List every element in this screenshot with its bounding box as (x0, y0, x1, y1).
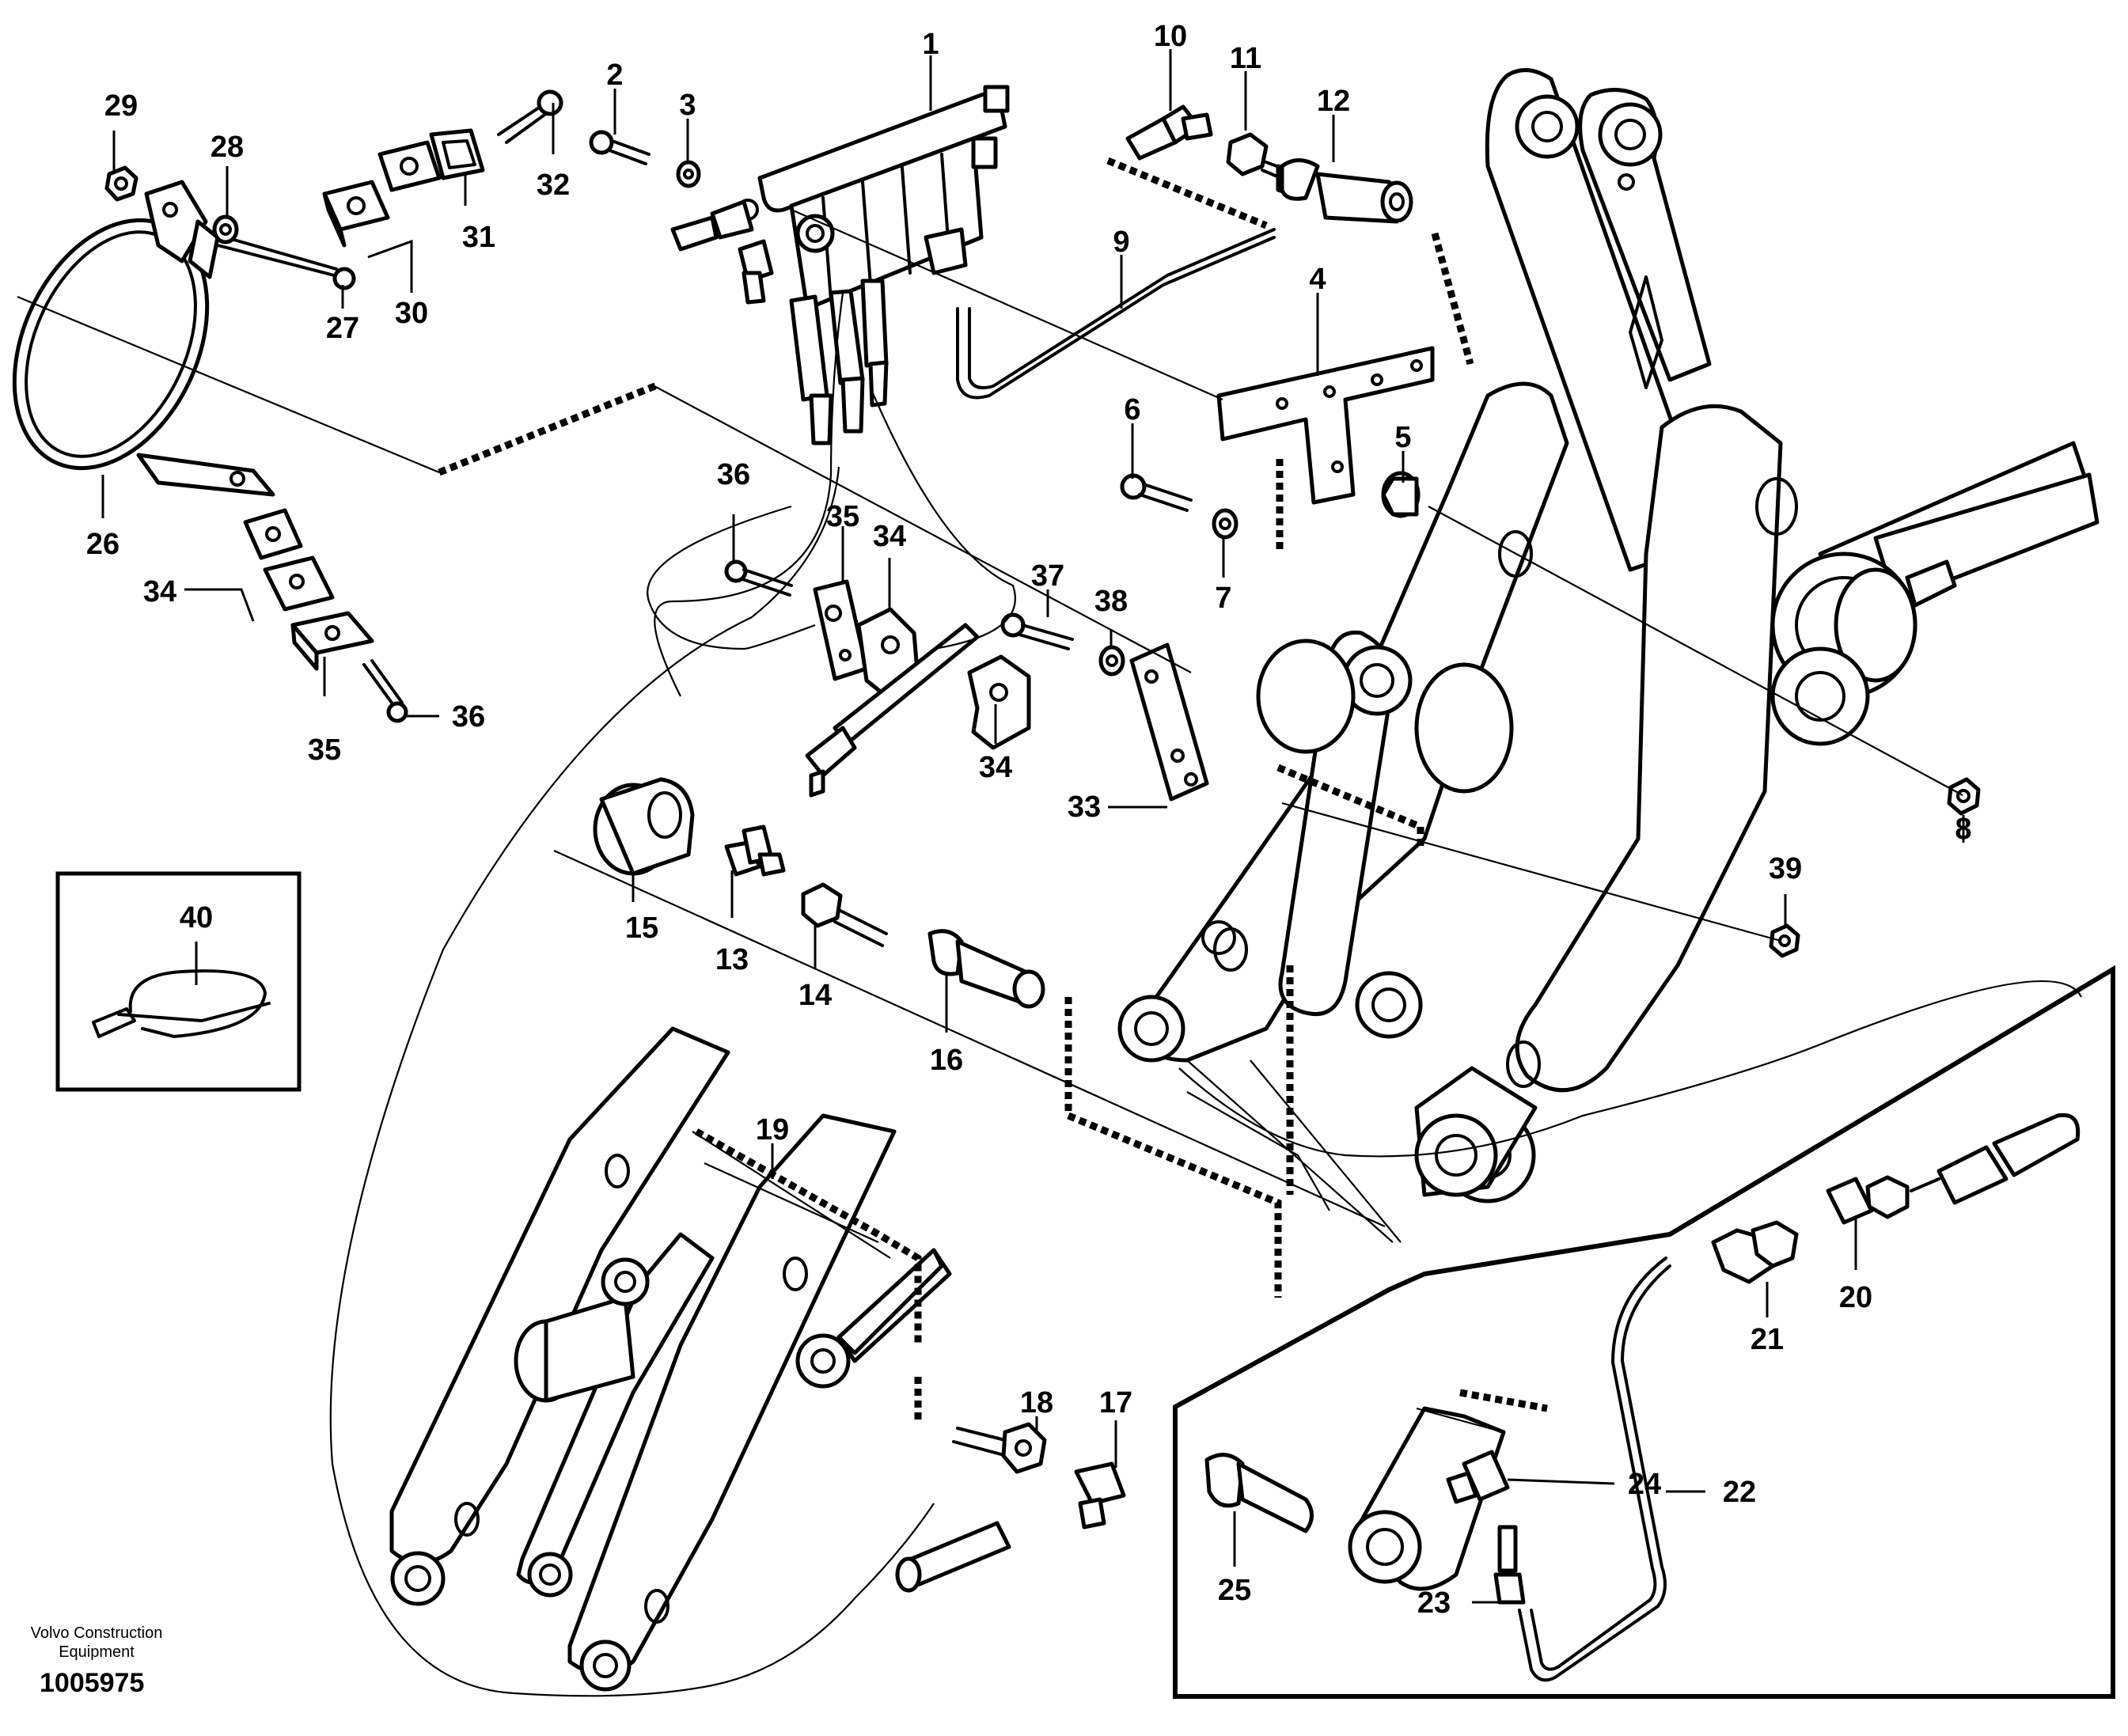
callout-21: 21 (1751, 1323, 1784, 1356)
top-fittings-group (1125, 104, 1413, 224)
callout-6: 6 (1124, 393, 1140, 426)
callout-31: 31 (462, 221, 495, 254)
callout-14: 14 (798, 979, 832, 1012)
callout-40: 40 (180, 901, 213, 934)
brand-line-2: Equipment (59, 1643, 135, 1661)
callout-18: 18 (1020, 1386, 1053, 1420)
lower-right-inset (1173, 965, 2115, 1699)
callout-38: 38 (1094, 585, 1128, 618)
callout-35-middle: 35 (826, 500, 859, 533)
callout-33: 33 (1068, 790, 1101, 824)
callout-29: 29 (104, 89, 138, 123)
callout-37: 37 (1031, 559, 1064, 593)
dashed-guide-lines (438, 157, 1548, 1424)
callout-8: 8 (1955, 813, 1971, 846)
callout-7: 7 (1215, 582, 1231, 615)
callout-2: 2 (606, 59, 623, 92)
lift-arm-assembly (1117, 68, 2100, 1203)
callout-25: 25 (1218, 1574, 1251, 1607)
callout-4: 4 (1309, 263, 1326, 296)
footer: Volvo Construction Equipment 1005975 (31, 1624, 163, 1698)
lower-detail-view (389, 1026, 1126, 1692)
callout-26: 26 (86, 528, 119, 561)
callout-35-left: 35 (308, 733, 341, 767)
drawing-number: 1005975 (40, 1668, 144, 1698)
callout-30: 30 (395, 297, 428, 330)
callout-12: 12 (1317, 85, 1350, 118)
callout-leaders (101, 49, 1965, 1604)
connector-lines (17, 208, 2082, 1697)
callout-15: 15 (625, 912, 658, 945)
callout-32: 32 (537, 169, 570, 202)
callout-19: 19 (756, 1113, 789, 1147)
callout-22: 22 (1723, 1476, 1756, 1509)
callout-20: 20 (1839, 1281, 1872, 1314)
callout-9: 9 (1113, 226, 1129, 259)
callout-16: 16 (930, 1044, 963, 1077)
callout-numbers: 1 2 3 4 5 6 7 8 9 10 11 12 13 14 15 16 1… (86, 20, 1972, 1620)
callout-34-lower: 34 (979, 751, 1012, 784)
callout-36-left: 36 (452, 700, 485, 733)
callout-17: 17 (1099, 1386, 1132, 1420)
callout-39: 39 (1769, 852, 1802, 885)
callout-23: 23 (1417, 1586, 1451, 1620)
callout-11: 11 (1230, 42, 1261, 75)
callout-13: 13 (715, 943, 749, 976)
callout-1: 1 (922, 28, 939, 61)
callout-3: 3 (679, 89, 696, 122)
callout-27: 27 (326, 312, 359, 345)
callout-28: 28 (211, 131, 244, 164)
cable-tie-inset (55, 871, 302, 1092)
callout-34-left: 34 (143, 575, 176, 608)
lower-fittings-group (593, 777, 1045, 1009)
middle-bracket-group (724, 559, 1981, 958)
callout-10: 10 (1154, 20, 1187, 53)
callout-5: 5 (1394, 421, 1411, 454)
hose-clamp-assembly (12, 89, 563, 723)
callout-24: 24 (1628, 1468, 1661, 1501)
lubrication-distribution-block (589, 85, 1276, 445)
brand-line-1: Volvo Construction (31, 1624, 163, 1642)
callout-34-upper: 34 (873, 520, 906, 553)
callout-36-middle: 36 (717, 458, 750, 491)
